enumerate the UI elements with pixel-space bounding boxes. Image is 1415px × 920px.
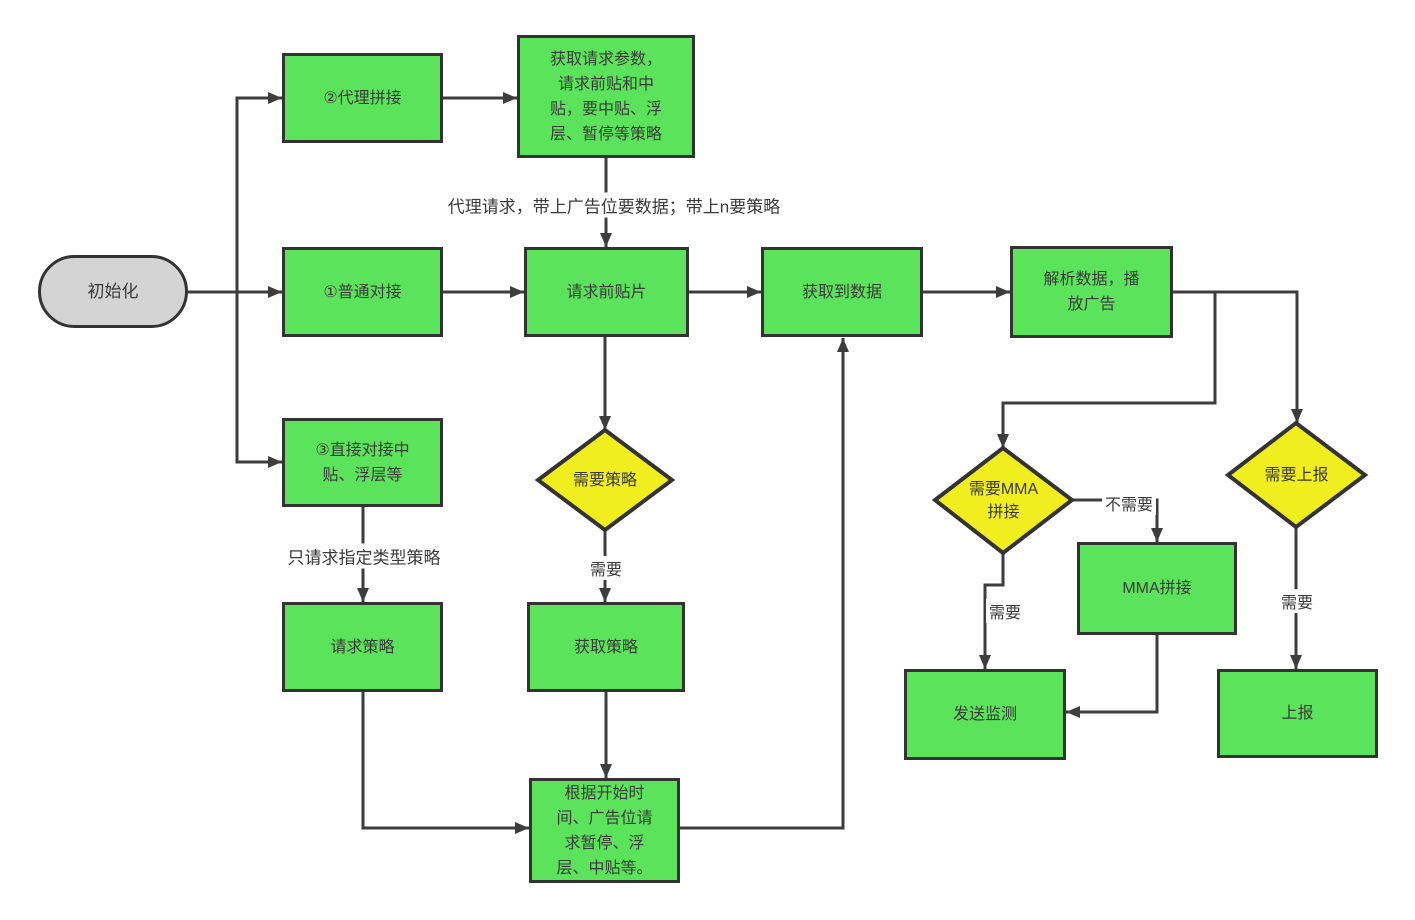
node-report-label: 上报 [1281,705,1314,722]
node-normal-connect: ①普通对接 [282,247,443,337]
edge-label-mma-no: 不需要 [1101,491,1157,515]
node-schedule-request-label: 根据开始时 间、广告位请 求暂停、浮 层、中贴等。 [556,784,653,877]
decision-need-report-label: 需要上报 [1264,466,1329,484]
node-parse-data-label: 解析数据，播 放广告 [1043,271,1140,313]
decision-need-mma-label: 需要MMA 拼接 [968,480,1039,521]
node-start-label: 初始化 [87,282,139,301]
edge-label-report-yes: 需要 [1277,589,1317,613]
edge-label-mma-yes: 需要 [985,599,1025,623]
need-report-diamond [1224,420,1369,530]
node-data-received: 获取到数据 [761,247,923,337]
node-request-preroll-label: 请求前贴片 [566,283,647,301]
node-request-preroll: 请求前贴片 [524,247,689,337]
node-send-monitor-label: 发送监测 [952,706,1017,723]
decision-need-policy: 需要策略 [538,430,672,530]
node-direct-connect: ③直接对接中 贴、浮层等 [282,418,443,507]
node-mma-splice-label: MMA拼接 [1122,580,1192,597]
node-get-request-params: 获取请求参数， 请求前贴和中 贴，要中贴、浮 层、暂停等策略 [517,35,695,158]
node-start: 初始化 [38,255,188,328]
edge-requestpolicy-to-schedule [361,692,529,834]
decision-need-report: 需要上报 [1228,423,1365,527]
edge-label-need-policy-yes: 需要 [586,556,626,580]
node-proxy-splice-label: ②代理拼接 [323,89,402,107]
edge-needmma-no-to-mma [1072,498,1163,542]
node-get-policy: 获取策略 [527,602,685,692]
node-proxy-splice: ②代理拼接 [282,53,443,143]
node-schedule-request: 根据开始时 间、广告位请 求暂停、浮 层、中贴等。 [529,778,680,883]
node-send-monitor: 发送监测 [904,669,1066,760]
node-data-received-label: 获取到数据 [801,283,882,301]
edge-label-only-policy: 只请求指定类型策略 [284,543,444,569]
edge-parse-to-needmma [997,292,1217,448]
edge-label-proxy-request: 代理请求，带上广告位要数据；带上n要策略 [444,192,784,218]
node-parse-data: 解析数据，播 放广告 [1010,246,1173,338]
node-report: 上报 [1217,669,1378,758]
decision-need-policy-label: 需要策略 [572,471,637,489]
node-get-policy-label: 获取策略 [573,638,638,656]
need-policy-diamond [534,427,676,533]
node-normal-connect-label: ①普通对接 [323,283,402,301]
node-direct-connect-label: ③直接对接中 贴、浮层等 [315,441,410,484]
node-get-request-params-label: 获取请求参数， 请求前贴和中 贴，要中贴、浮 层、暂停等策略 [549,50,662,143]
edge-schedule-to-data [680,338,849,830]
edge-needmma-yes-to-monitor [979,553,1005,669]
node-request-policy-label: 请求策略 [330,638,395,656]
decision-need-mma: 需要MMA 拼接 [935,448,1072,553]
edge-mma-to-monitor [1066,635,1159,718]
node-mma-splice: MMA拼接 [1077,542,1237,635]
need-mma-diamond [931,445,1076,556]
node-request-policy: 请求策略 [282,602,443,692]
